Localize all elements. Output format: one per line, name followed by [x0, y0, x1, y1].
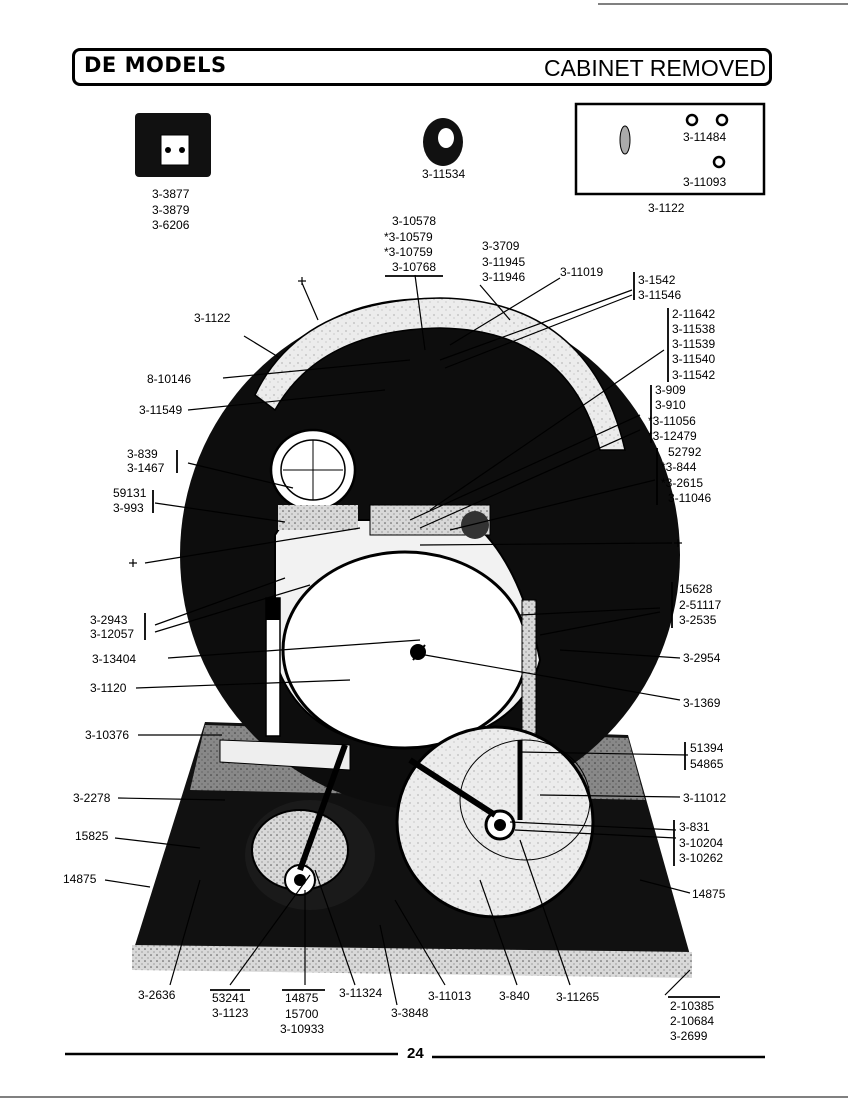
- belt-coil-part: [423, 118, 463, 166]
- models-title: DE MODELS: [84, 53, 227, 77]
- part-label: 3-11540: [672, 352, 715, 366]
- part-label: 3-10933: [280, 1022, 324, 1036]
- part-label: 3-11538: [672, 322, 715, 336]
- part-label: 3-2636: [138, 988, 176, 1002]
- part-label: 3-11534: [422, 167, 465, 181]
- part-label: 3-11012: [683, 791, 726, 805]
- part-label: 3-11945: [482, 255, 525, 269]
- part-label: 2-51117: [679, 598, 722, 612]
- part-label: 14875: [285, 991, 319, 1005]
- part-label: 3-993: [113, 501, 144, 515]
- part-label: 2-10385: [670, 999, 714, 1013]
- part-label: 59131: [113, 486, 147, 500]
- callout-brackets: [144, 272, 720, 998]
- blower-wheel: [245, 800, 375, 910]
- part-label: 15628: [679, 582, 713, 596]
- motor-disc: [395, 725, 595, 919]
- drum-front-disc: [281, 550, 529, 750]
- part-label: 14875: [692, 887, 726, 901]
- part-label: 3-1120: [90, 681, 127, 695]
- section-title: CABINET REMOVED: [544, 55, 766, 81]
- part-label: 3-1369: [683, 696, 721, 710]
- part-label: *3-11056: [648, 414, 696, 428]
- part-label: 3-3877: [152, 187, 190, 201]
- part-label: 3-2943: [90, 613, 128, 627]
- part-label: 3-839: [127, 447, 158, 461]
- idler-assembly: [369, 504, 491, 539]
- part-label: 3-11539: [672, 337, 715, 351]
- part-label: 15825: [75, 829, 109, 843]
- part-label: 8-10146: [147, 372, 191, 386]
- part-label: *3-10759: [384, 245, 433, 259]
- part-label: 3-1123: [212, 1006, 249, 1020]
- drive-belt: [297, 740, 523, 872]
- part-label: 3-11093: [683, 175, 726, 189]
- part-label: 3-2699: [670, 1029, 708, 1043]
- part-label: 3-11265: [556, 990, 599, 1004]
- part-label: 3-3709: [482, 239, 520, 253]
- part-label: 3-6206: [152, 218, 190, 232]
- part-label: *3-844: [661, 460, 697, 474]
- terminal-block-part: [135, 113, 211, 177]
- part-label: 3-2278: [73, 791, 111, 805]
- part-label: 3-1542: [638, 273, 676, 287]
- part-label: 53241: [212, 991, 246, 1005]
- part-label: 3-11484: [683, 130, 726, 144]
- part-label: 3-1122: [648, 201, 685, 215]
- part-label: 3-10376: [85, 728, 129, 742]
- part-label: 14875: [63, 872, 97, 886]
- part-label: 3-11546: [638, 288, 681, 302]
- part-label: 3-11046: [668, 491, 711, 505]
- base-crossbar: [219, 739, 351, 771]
- part-label: 51394: [690, 741, 724, 755]
- part-label: 54865: [690, 757, 724, 771]
- part-label: 3-10768: [392, 260, 436, 274]
- part-label: 3-11542: [672, 368, 715, 382]
- hardware-box: [574, 102, 766, 196]
- part-label: *3-12479: [648, 429, 697, 443]
- part-label: 3-840: [499, 989, 530, 1003]
- part-label: 15700: [285, 1007, 319, 1021]
- part-number-labels: 3-3877 3-3879 3-6206 3-11534 3-11484 3-1…: [63, 130, 726, 1043]
- part-label: 3-910: [655, 398, 686, 412]
- plus-markers: [129, 277, 682, 567]
- exhaust-duct: [269, 428, 358, 530]
- tension-rod: [521, 599, 537, 751]
- part-label: 3-11549: [139, 403, 182, 417]
- part-label: 3-2535: [679, 613, 717, 627]
- part-label: 52792: [668, 445, 702, 459]
- part-label: 3-10204: [679, 836, 723, 850]
- part-label: 3-3879: [152, 203, 190, 217]
- part-label: 3-11324: [339, 986, 382, 1000]
- part-label: *3-10579: [384, 230, 433, 244]
- part-label: 3-1122: [194, 311, 231, 325]
- support-leg: [265, 597, 281, 737]
- part-label: 3-909: [655, 383, 686, 397]
- part-label: 3-10578: [392, 214, 436, 228]
- part-label: 3-10262: [679, 851, 723, 865]
- part-label: 2-11642: [672, 307, 715, 321]
- part-label: 3-13404: [92, 652, 136, 666]
- part-label: *3-2615: [661, 476, 703, 490]
- part-label: 3-11946: [482, 270, 525, 284]
- leader-lines: [104, 274, 691, 1006]
- part-label: 3-11013: [428, 989, 471, 1003]
- part-label: 2-10684: [670, 1014, 714, 1028]
- header-frame: [72, 48, 772, 86]
- part-label: 3-11019: [560, 265, 603, 279]
- part-label: 3-831: [679, 820, 710, 834]
- part-label: 3-3848: [391, 1006, 429, 1020]
- part-label: 3-1467: [127, 461, 165, 475]
- part-label: 3-12057: [90, 627, 134, 641]
- page-number: 24: [407, 1045, 424, 1062]
- part-label: 3-2954: [683, 651, 721, 665]
